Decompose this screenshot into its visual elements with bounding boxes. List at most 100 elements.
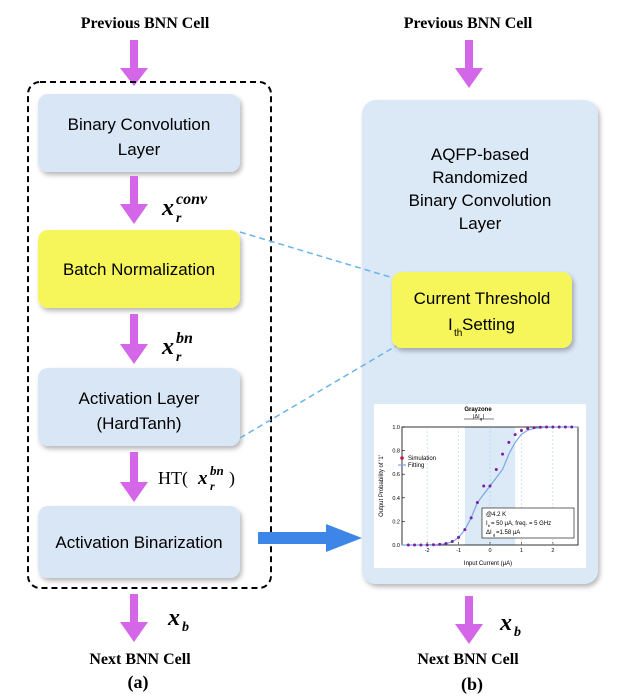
current-threshold-box: Current Threshold I th Setting bbox=[392, 272, 572, 348]
simulation-point bbox=[538, 425, 542, 429]
annotation-line2-i: I bbox=[486, 521, 488, 527]
ht-sup: bn bbox=[210, 463, 224, 478]
simulation-point bbox=[501, 452, 505, 456]
simulation-point bbox=[557, 425, 561, 429]
x-tick-label: 0 bbox=[488, 548, 491, 554]
simulation-point bbox=[444, 541, 448, 545]
y-tick-label: 0.8 bbox=[392, 449, 400, 455]
left-xb-sub: b bbox=[182, 620, 189, 635]
left-arrow-5 bbox=[120, 594, 148, 642]
annotation-line1: @4.2 K bbox=[486, 512, 506, 518]
simulation-point bbox=[431, 543, 435, 547]
activation-layer-line2: (HardTanh) bbox=[96, 414, 181, 433]
simulation-point bbox=[425, 543, 429, 547]
x-bn-sub: r bbox=[176, 350, 182, 365]
simulation-point bbox=[570, 425, 574, 429]
left-arrow-2 bbox=[120, 176, 148, 224]
left-xb-label: x b bbox=[167, 605, 189, 635]
threshold-line2-prefix: I bbox=[448, 315, 453, 334]
activation-layer-line1: Activation Layer bbox=[79, 389, 200, 408]
x-tick-label: 1 bbox=[520, 548, 523, 554]
simulation-point bbox=[519, 429, 523, 433]
simulation-point bbox=[482, 484, 486, 488]
plot-legend: Simulation Fitting bbox=[398, 456, 436, 469]
threshold-line1: Current Threshold bbox=[414, 289, 551, 308]
ht-prefix: HT( bbox=[158, 468, 188, 489]
x-tick-label: 2 bbox=[551, 548, 554, 554]
threshold-line2-suffix: Setting bbox=[462, 315, 515, 334]
simulation-point bbox=[469, 516, 473, 520]
legend-simulation: Simulation bbox=[408, 456, 436, 462]
plot-points bbox=[406, 425, 574, 547]
plot-xlabel: Input Current (μA) bbox=[464, 561, 512, 567]
left-bottom-label: Next BNN Cell bbox=[89, 651, 191, 668]
dashed-link-bn bbox=[239, 231, 401, 281]
annotation-line3-rest: =1.58 μA bbox=[496, 530, 520, 536]
y-tick-label: 0.0 bbox=[392, 543, 400, 549]
x-tick-label: -1 bbox=[456, 548, 461, 554]
ht-sub: r bbox=[210, 479, 215, 493]
grayzone-sub: |ΔI g | bbox=[473, 414, 484, 421]
simulation-point bbox=[475, 501, 479, 505]
simulation-point bbox=[494, 467, 498, 471]
simulation-point bbox=[438, 542, 442, 546]
right-caption: (b) bbox=[461, 674, 483, 695]
right-xb-sub: b bbox=[514, 625, 521, 640]
x-bn-sup: bn bbox=[176, 330, 193, 347]
grayzone-sub-a: |ΔI bbox=[473, 414, 480, 420]
left-arrow-3 bbox=[120, 314, 148, 364]
simulation-point bbox=[457, 535, 461, 539]
simulation-point bbox=[413, 543, 417, 547]
binary-convolution-box: Binary Convolution Layer bbox=[38, 94, 240, 172]
grayzone-sub-c: | bbox=[483, 414, 484, 420]
aqfp-title: AQFP-based Randomized Binary Convolution… bbox=[409, 145, 552, 233]
batch-normalization-label: Batch Normalization bbox=[63, 260, 215, 279]
simulation-point bbox=[419, 543, 423, 547]
dashed-link-act bbox=[239, 345, 397, 439]
plot-ylabel: Output Probability of '1' bbox=[379, 455, 385, 517]
x-tick-label: -2 bbox=[425, 548, 430, 554]
activation-binarization-label: Activation Binarization bbox=[55, 533, 222, 552]
x-bn-label: x bn r bbox=[161, 330, 193, 365]
ht-base: x bbox=[197, 468, 208, 489]
aqfp-title-line3: Binary Convolution bbox=[409, 191, 552, 210]
y-tick-label: 0.2 bbox=[392, 519, 400, 525]
simulation-point bbox=[551, 425, 555, 429]
threshold-line2-sub: th bbox=[454, 328, 462, 339]
left-caption: (a) bbox=[128, 672, 149, 693]
x-bn-base: x bbox=[161, 334, 174, 360]
plot-annotation: @4.2 K I b = 50 μA, freq. = 5 GHz ΔI g =… bbox=[481, 507, 575, 539]
grayzone-label: Grayzone bbox=[464, 407, 492, 413]
simulation-point bbox=[463, 528, 467, 532]
left-arrow-4 bbox=[120, 452, 148, 502]
activation-binarization-box: Activation Binarization bbox=[38, 506, 240, 578]
right-arrow-bottom bbox=[455, 596, 483, 644]
x-conv-base: x bbox=[161, 195, 174, 221]
y-tick-label: 0.6 bbox=[392, 472, 400, 478]
annotation-line3-sub: g bbox=[493, 532, 495, 537]
simulation-point bbox=[513, 433, 517, 437]
legend-sim-marker bbox=[400, 456, 404, 460]
right-bottom-label: Next BNN Cell bbox=[417, 651, 519, 668]
batch-normalization-box: Batch Normalization bbox=[38, 230, 240, 308]
binary-convolution-line1: Binary Convolution bbox=[68, 115, 211, 134]
ht-suffix: ) bbox=[229, 468, 235, 489]
legend-fitting: Fitting bbox=[408, 463, 424, 469]
left-top-label: Previous BNN Cell bbox=[81, 15, 210, 32]
x-conv-sup: conv bbox=[176, 191, 208, 208]
y-tick-label: 1.0 bbox=[392, 425, 400, 431]
annotation-box bbox=[481, 507, 575, 539]
right-top-label: Previous BNN Cell bbox=[404, 15, 533, 32]
aqfp-title-line1: AQFP-based bbox=[431, 145, 529, 164]
annotation-line2-sub: b bbox=[488, 523, 491, 528]
simulation-point bbox=[406, 543, 410, 547]
left-arrow-1 bbox=[120, 40, 148, 86]
activation-layer-box: Activation Layer (HardTanh) bbox=[38, 368, 240, 446]
simulation-point bbox=[488, 484, 492, 488]
x-conv-sub: r bbox=[176, 211, 182, 226]
simulation-point bbox=[526, 427, 530, 431]
right-xb-base: x bbox=[499, 610, 512, 636]
simulation-point bbox=[450, 539, 454, 543]
right-arrow-top bbox=[455, 40, 483, 88]
